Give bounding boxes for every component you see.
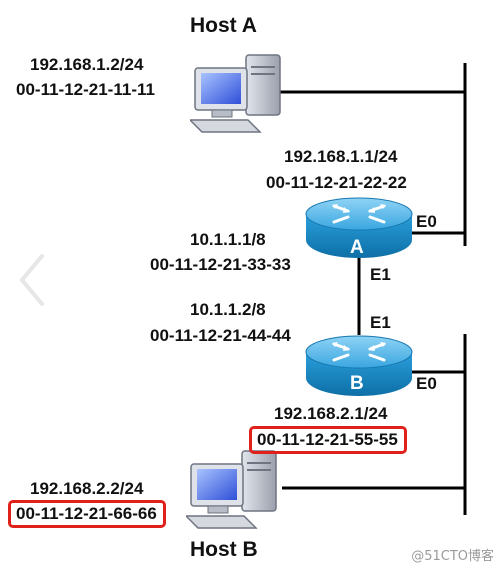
router-b-e0-label: E0 xyxy=(416,374,437,393)
router-a-e0-label: E0 xyxy=(416,212,437,231)
chevron-left-icon[interactable] xyxy=(14,250,50,310)
router-b-e1-label: E1 xyxy=(370,313,391,332)
host-b-ip: 192.168.2.2/24 xyxy=(30,479,144,498)
host-b-mac-highlight: 00-11-12-21-66-66 xyxy=(8,500,166,528)
router-a-letter: A xyxy=(350,237,364,258)
router-a-e1-mac: 00-11-12-21-33-33 xyxy=(150,255,291,274)
router-a-e1-ip: 10.1.1.1/8 xyxy=(190,230,266,249)
router-a-icon xyxy=(305,197,413,258)
router-b-e1-ip: 10.1.1.2/8 xyxy=(190,300,266,319)
router-a-e0-mac: 00-11-12-21-22-22 xyxy=(266,173,407,192)
router-b-letter: B xyxy=(350,373,364,394)
host-a-ip: 192.168.1.2/24 xyxy=(30,55,144,74)
host-b-computer-icon xyxy=(186,450,277,529)
host-a-mac: 00-11-12-21-11-11 xyxy=(16,80,155,99)
host-a-computer-icon xyxy=(190,54,281,133)
host-a-name: Host A xyxy=(190,14,257,37)
router-b-icon xyxy=(305,335,413,396)
host-b-name: Host B xyxy=(190,538,258,561)
router-a-e0-ip: 192.168.1.1/24 xyxy=(284,147,398,166)
router-a-e1-label: E1 xyxy=(370,265,391,284)
router-b-e0-ip: 192.168.2.1/24 xyxy=(274,404,388,423)
watermark: @51CTO博客 xyxy=(411,549,494,564)
router-b-e0-mac-highlight: 00-11-12-21-55-55 xyxy=(249,426,407,454)
router-b-e1-mac: 00-11-12-21-44-44 xyxy=(150,326,291,345)
